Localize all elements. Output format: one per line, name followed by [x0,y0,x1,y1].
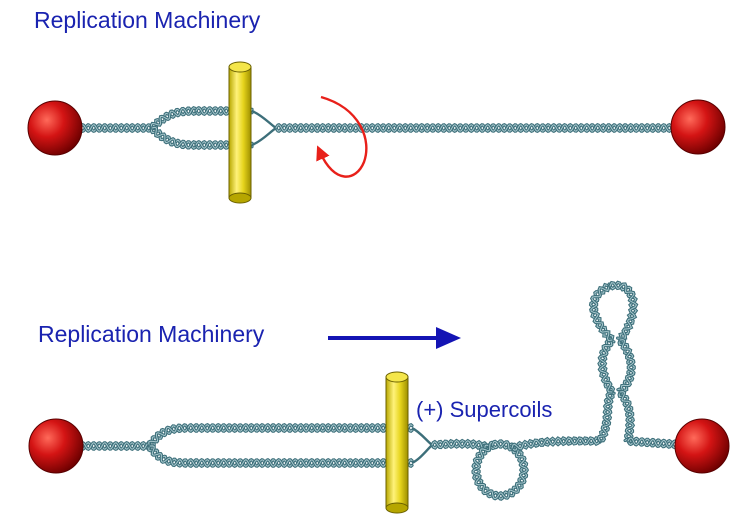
bottom-dna-lower-fork-arm-strand-highlight [149,445,189,467]
top-machinery-cylinder-top-cap [228,61,252,73]
bottom-dna-parental-a [430,438,491,451]
bottom-plectoneme-mid-right [616,337,636,396]
foreground-layer [27,61,730,514]
top-dna-parental-duplex [274,122,686,134]
top-dna-lower-fork-arm-strand-highlight [151,126,197,149]
bottom-plectoneme-mid-left-strand-highlight [598,337,613,393]
bottom-machinery-cylinder-bottom-cap [385,502,409,514]
bottom-dna-parental-c-strand-highlight [627,437,685,449]
direction-arrow-icon [328,327,461,349]
bottom-plectoneme-top-right [608,280,639,344]
top-machinery-cylinder-bottom-cap [228,192,252,204]
bottom-plectoneme-mid-right-strand-highlight [619,339,635,395]
top-machinery-label: Replication Machinery [34,7,261,33]
bottom-dna-parental-a-strand-highlight [431,439,490,450]
bottom-plectoneme-base-left-strand-highlight [597,392,615,442]
bottom-fork-strand-upper [411,426,433,446]
top-fork-strand-upper [251,109,277,129]
top-right-anchor-ball [670,99,726,155]
top-dna-left-duplex [78,123,154,133]
bottom-plectoneme-base-left [596,389,616,443]
top-fork-strand-lower [251,127,277,147]
bottom-dna-upper-fork-arm [147,423,190,448]
bottom-plectoneme-top-left [588,282,615,343]
top-dna-upper-fork-arm [149,105,198,131]
bottom-machinery-cylinder-top-cap [385,371,409,383]
direction-arrow-head [436,327,461,349]
bottom-dna-parental-c [626,436,686,450]
bottom-dna-upper-daughter-strand-highlight [187,424,413,432]
bottom-plectoneme-base-right-strand-highlight [619,391,634,441]
bottom-plectoneme-mid-left [597,336,616,394]
bottom-dna-left-duplex [78,441,152,451]
bottom-dna-lower-daughter [186,457,414,469]
bottom-dna-upper-daughter [186,422,414,434]
bottom-machinery-cylinder [385,371,409,514]
top-dna-parental-duplex-strand-highlight [275,124,685,132]
top-machinery-cylinder-body [228,66,252,199]
bottom-dna-parental-b-strand-highlight [511,437,601,450]
bottom-machinery-label: Replication Machinery [38,321,265,347]
bottom-dna-upper-fork-arm-strand-highlight [148,424,189,447]
bottom-dna-parental-b [510,435,602,452]
bottom-plectoneme-top-right-strand-highlight [609,282,638,339]
rotation-arrow-icon [316,95,368,178]
top-dna-lower-fork-arm [149,125,198,151]
bottom-machinery-cylinder-body [385,376,409,509]
bottom-plectoneme-mid-left-strand-highlight [598,340,615,393]
top-machinery-cylinder [228,61,252,204]
bottom-plectoneme-top-left-strand-highlight [590,283,613,342]
dna-layer [78,105,686,501]
bottom-fork-strand-lower [411,444,433,465]
top-dna-left-duplex-strand-highlight [79,124,153,132]
bottom-dna-left-duplex-strand-highlight [79,442,151,450]
bottom-right-anchor-ball [674,418,730,474]
bottom-plectoneme-base-right [617,389,636,444]
bottom-left-anchor-ball [28,418,84,474]
bottom-supercoil-loop-strand-highlight [472,440,528,500]
bottom-dna-lower-daughter-strand-highlight [187,459,413,467]
bottom-dna-lower-fork-arm [147,444,190,468]
bottom-dna-parental-a-strand-highlight [431,440,488,450]
bottom-dna-parental-b-strand-highlight [511,437,601,451]
top-left-anchor-ball [27,100,83,156]
top-dna-upper-fork-arm-strand-highlight [150,107,197,129]
supercoils-label: (+) Supercoils [416,397,553,422]
